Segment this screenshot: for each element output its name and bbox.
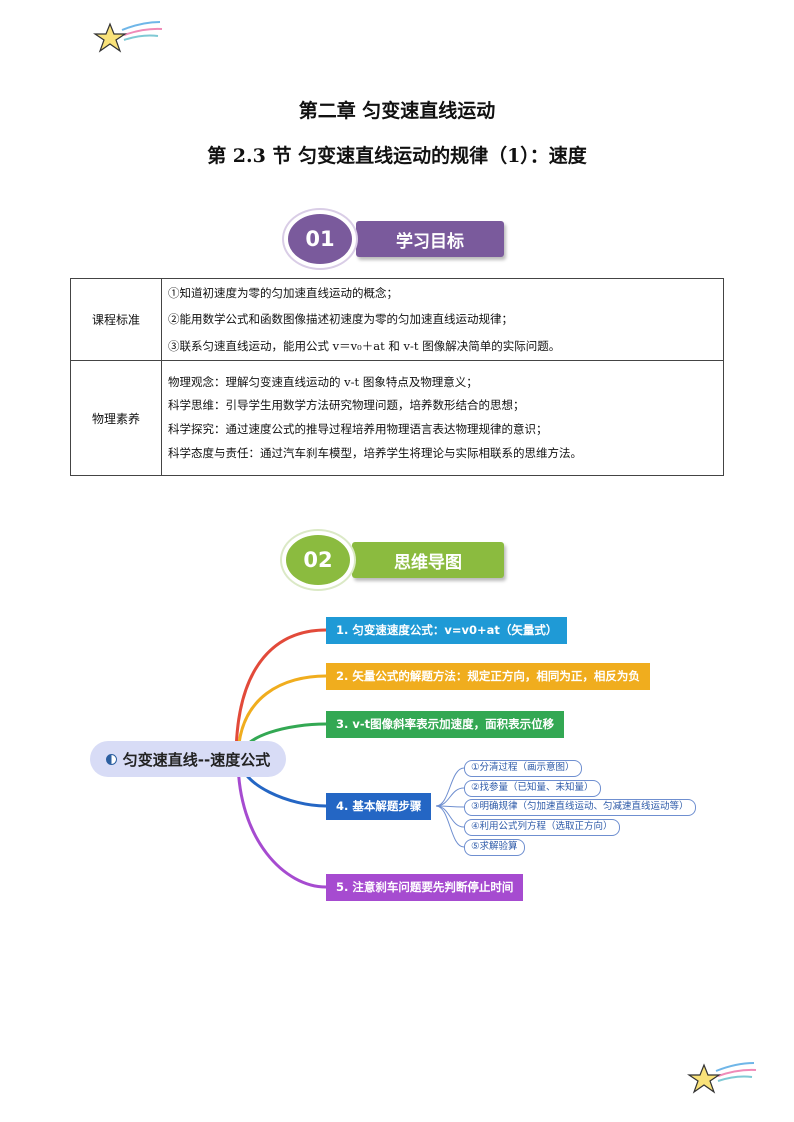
chapter-title: 第二章 匀变速直线运动 xyxy=(298,100,496,122)
literacy-item: 科学思维：引导学生用数学方法研究物理问题，培养数形结合的思想； xyxy=(168,398,525,413)
standard-item: ①知道初速度为零的匀加速直线运动的概念； xyxy=(168,285,398,300)
branch-1: 1. 匀变速速度公式：v=v0+at（矢量式） xyxy=(326,617,568,644)
row-body-literacy: 物理观念：理解匀变速直线运动的 v-t 图象特点及物理意义； 科学思维：引导学生… xyxy=(161,360,724,476)
star-decoration-top xyxy=(93,21,163,53)
branch-3: 3. v-t图像斜率表示加速度，面积表示位移 xyxy=(326,711,565,738)
row-body-standard: ①知道初速度为零的匀加速直线运动的概念； ②能用数学公式和函数图像描述初速度为零… xyxy=(161,278,724,361)
table-row: 课程标准 ①知道初速度为零的匀加速直线运动的概念； ②能用数学公式和函数图像描述… xyxy=(70,278,724,361)
section1-number: 01 xyxy=(288,214,352,264)
branch-4: 4. 基本解题步骤 xyxy=(326,793,432,820)
literacy-item: 科学探究：通过速度公式的推导过程培养用物理语言表达物理规律的意识； xyxy=(168,422,548,436)
mindmap-root: 匀变速直线--速度公式 xyxy=(90,741,286,777)
star-decoration-bottom xyxy=(687,1062,757,1094)
mindmap-root-label: 匀变速直线--速度公式 xyxy=(122,750,271,769)
table-row: 物理素养 物理观念：理解匀变速直线运动的 v-t 图象特点及物理意义； 科学思维… xyxy=(70,360,724,476)
step-item: ③明确规律（匀加速直线运动、匀减速直线运动等） xyxy=(464,799,696,816)
branch-5: 5. 注意刹车问题要先判断停止时间 xyxy=(326,874,524,901)
literacy-item: 科学态度与责任：通过汽车刹车模型，培养学生将理论与实际相联系的思维方法。 xyxy=(168,445,582,460)
literacy-item: 物理观念：理解匀变速直线运动的 v-t 图象特点及物理意义； xyxy=(168,374,478,389)
section2-label: 思维导图 xyxy=(352,542,504,578)
section2-number: 02 xyxy=(286,535,350,585)
step-item: ④利用公式列方程（选取正方向） xyxy=(464,819,620,836)
row-head-standard: 课程标准 xyxy=(70,278,162,361)
step-item: ①分清过程（画示意图） xyxy=(464,760,582,777)
section1-label: 学习目标 xyxy=(356,221,504,257)
goals-table: 课程标准 ①知道初速度为零的匀加速直线运动的概念； ②能用数学公式和函数图像描述… xyxy=(70,278,724,476)
standard-item: ③联系匀速直线运动，能用公式 v＝v₀＋at 和 v-t 图像解决简单的实际问题… xyxy=(168,338,561,353)
branch-2: 2. 矢量公式的解题方法：规定正方向，相同为正，相反为负 xyxy=(326,663,650,690)
step-item: ②找参量（已知量、未知量） xyxy=(464,780,601,797)
section-title: 第 2.3 节 匀变速直线运动的规律（1）：速度 xyxy=(207,145,587,167)
circle-half-icon xyxy=(105,753,117,765)
step-item: ⑤求解验算 xyxy=(464,839,525,856)
row-head-literacy: 物理素养 xyxy=(70,360,162,476)
standard-item: ②能用数学公式和函数图像描述初速度为零的匀加速直线运动规律； xyxy=(168,312,513,327)
